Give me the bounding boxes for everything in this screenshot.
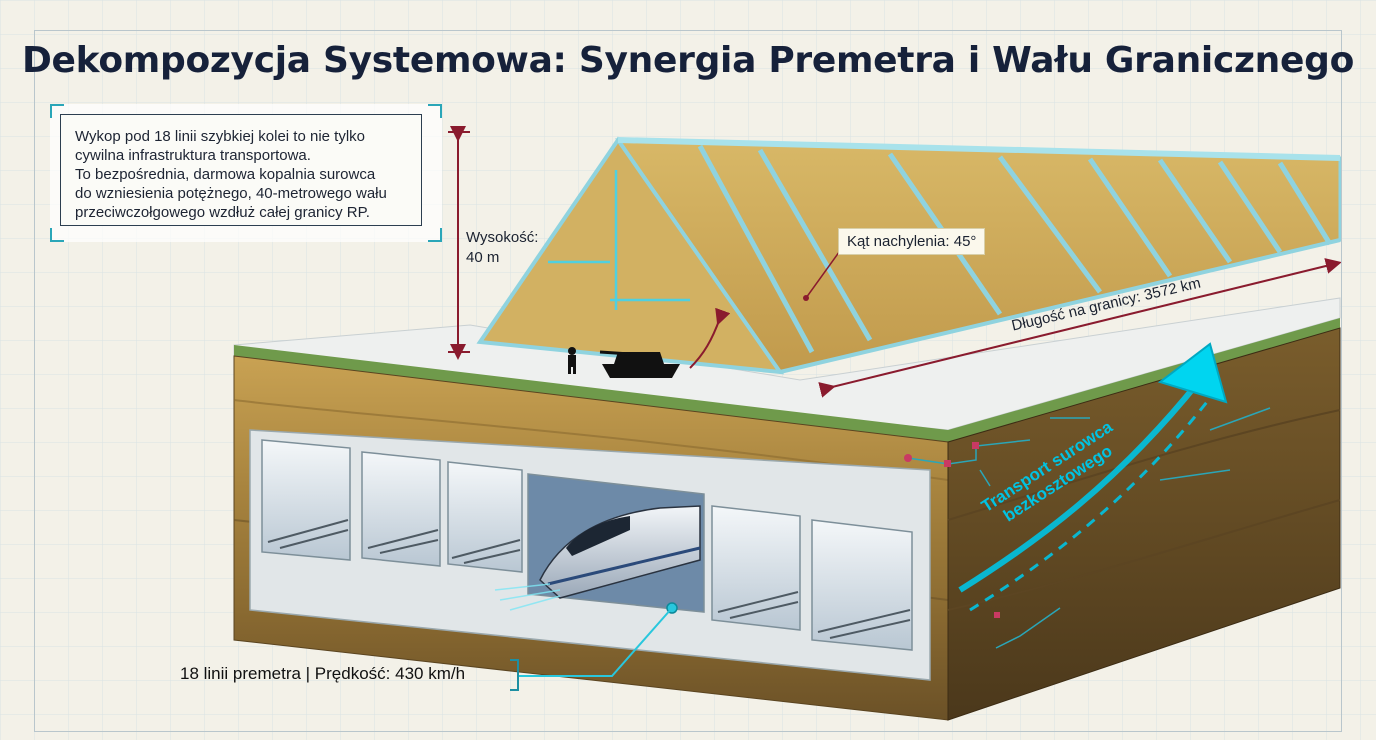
rail-leader	[510, 602, 678, 691]
height-label-value: 40 m	[466, 249, 500, 266]
angle-label: Kąt nachylenia: 45°	[838, 228, 986, 255]
circuit-markers	[907, 407, 1271, 649]
tank-silhouette-icon	[599, 350, 680, 378]
angle-arc	[689, 307, 731, 369]
page-title: Dekompozycja Systemowa: Synergia Premetr…	[21, 40, 1355, 81]
height-label-name: Wysokość:	[466, 229, 539, 246]
rail-label: 18 linii premetra | Prędkość: 430 km/h	[180, 664, 466, 683]
flow-arrow-icon	[958, 342, 1228, 612]
intro-line: przeciwczołgowego wzdłuż całej granicy R…	[75, 204, 370, 221]
train-icon	[494, 505, 701, 611]
soldier-silhouette-icon	[568, 347, 576, 374]
intro-text: Wykop pod 18 linii szybkiej kolei to nie…	[60, 114, 422, 226]
height-label: Wysokość: 40 m	[466, 228, 538, 268]
intro-line: To bezpośrednia, darmowa kopalnia surowc…	[75, 166, 376, 183]
anti-tank-wall	[476, 136, 1342, 375]
diagram-frame	[34, 30, 1342, 732]
intro-line: do wzniesienia potężnego, 40-metrowego w…	[75, 185, 387, 202]
height-dimension	[448, 126, 470, 360]
length-dimension	[818, 258, 1342, 398]
intro-line: Wykop pod 18 linii szybkiej kolei to nie…	[75, 128, 366, 145]
intro-line: cywilna infrastruktura transportowa.	[75, 147, 311, 164]
intro-callout: Wykop pod 18 linii szybkiej kolei to nie…	[50, 104, 442, 242]
